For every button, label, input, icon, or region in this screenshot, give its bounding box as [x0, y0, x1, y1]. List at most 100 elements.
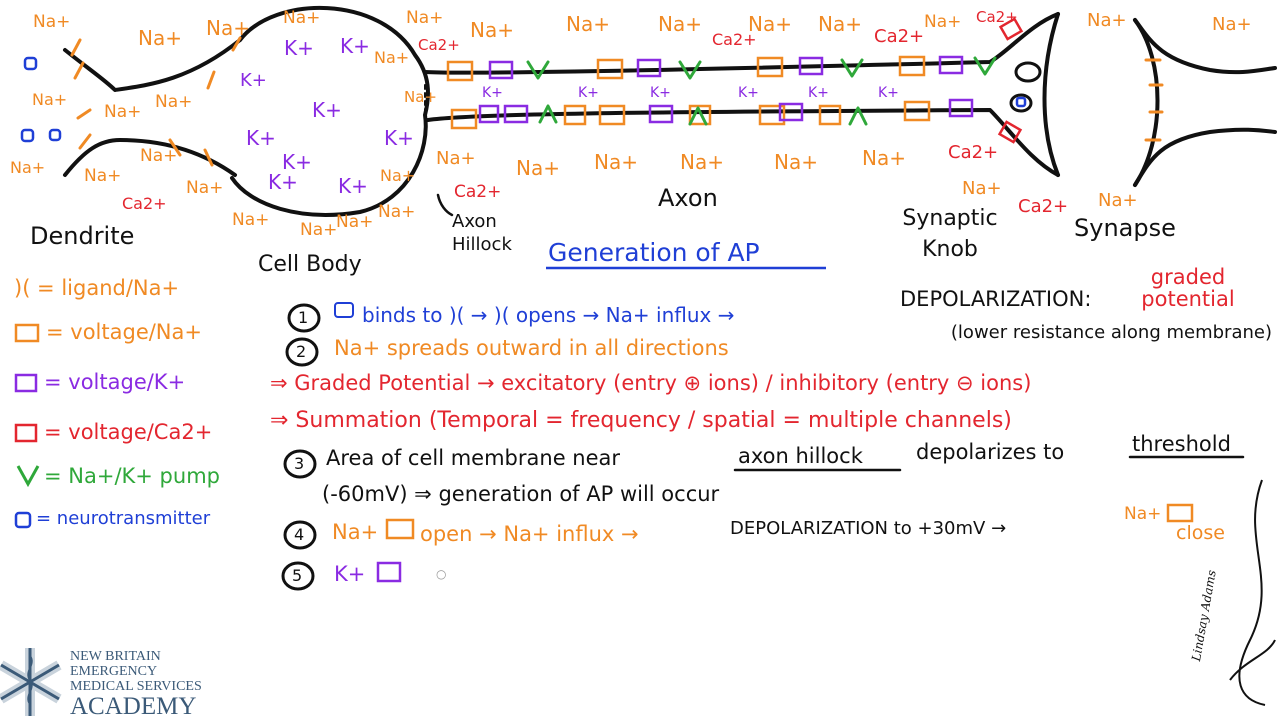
note-step1-depolarization: DEPOLARIZATION: — [900, 287, 1092, 311]
note-step3-depolarizes: depolarizes to — [916, 440, 1065, 464]
cursor-dot: ○ — [436, 567, 447, 581]
ion-na: Na+ — [336, 212, 374, 232]
ion-na: Na+ — [300, 220, 338, 240]
step-number: 1 — [298, 308, 309, 327]
ion-na: Na+ — [774, 150, 818, 174]
logo-line4: ACADEMY — [70, 693, 197, 720]
label-cell-body: Cell Body — [258, 252, 362, 277]
step-number: 4 — [294, 525, 305, 544]
ion-k: K+ — [338, 174, 368, 198]
ion-k: K+ — [650, 85, 671, 101]
label-axon: Axon — [658, 184, 718, 212]
note-step4-depolarization: DEPOLARIZATION to +30mV → — [730, 518, 1007, 539]
logo-line3: MEDICAL SERVICES — [70, 679, 202, 694]
note-step2-spreads: Na+ spreads outward in all directions — [334, 336, 729, 360]
section-title: Generation of AP — [548, 238, 760, 267]
star-of-life-icon — [0, 648, 62, 716]
ion-ca: Ca2+ — [454, 182, 502, 202]
ion-na: Na+ — [818, 12, 862, 36]
neurotransmitter-icon — [334, 302, 354, 318]
ion-na: Na+ — [924, 12, 962, 32]
logo-line2: EMERGENCY — [70, 664, 158, 679]
note-step1-graded: graded potential — [1141, 265, 1235, 312]
ion-na: Na+ — [436, 148, 476, 169]
ion-na: Na+ — [470, 18, 514, 42]
note-step4-close: close — [1176, 522, 1225, 544]
label-axon-hillock: Axon Hillock — [452, 211, 512, 256]
ion-na: Na+ — [283, 8, 321, 28]
step-number: 5 — [292, 566, 303, 585]
step-number: 3 — [294, 454, 305, 473]
ion-na: Na+ — [32, 90, 68, 109]
ion-na: Na+ — [33, 12, 71, 32]
ion-ca: Ca2+ — [874, 26, 925, 47]
label-synapse: Synapse — [1074, 214, 1176, 242]
ion-k: K+ — [246, 126, 276, 150]
ion-na: Na+ — [104, 102, 142, 122]
note-summation: ⇒ Summation (Temporal = frequency / spat… — [270, 408, 1012, 433]
ion-k: K+ — [482, 85, 503, 101]
label-dendrite: Dendrite — [30, 222, 135, 250]
ion-na: Na+ — [10, 158, 46, 177]
ion-ca: Ca2+ — [122, 194, 167, 213]
note-step4-na: Na+ — [332, 520, 379, 544]
ion-ca: Ca2+ — [976, 8, 1018, 26]
ion-na: Na+ — [1098, 190, 1138, 211]
ion-k: K+ — [578, 85, 599, 101]
ion-na: Na+ — [516, 156, 560, 180]
step-number: 2 — [296, 342, 307, 361]
note-graded-potential: ⇒ Graded Potential → excitatory (entry ⊕… — [270, 371, 1032, 395]
ion-k: K+ — [878, 85, 899, 101]
note-step4-open: open → Na+ influx → — [420, 522, 639, 546]
ion-k: K+ — [738, 85, 759, 101]
note-step5-k: K+ — [334, 562, 366, 586]
legend-pump: = Na+/K+ pump — [44, 464, 220, 488]
ion-na: Na+ — [404, 88, 437, 106]
ion-na: Na+ — [962, 178, 1002, 199]
ion-ca: Ca2+ — [1018, 196, 1069, 217]
ion-na: Na+ — [155, 92, 193, 112]
logo-line1: NEW BRITAIN — [70, 649, 161, 664]
ion-na: Na+ — [862, 146, 906, 170]
ion-na: Na+ — [1087, 10, 1127, 31]
ion-na: Na+ — [1212, 14, 1252, 35]
ion-na: Na+ — [206, 16, 250, 40]
legend-voltage-na: = voltage/Na+ — [46, 320, 202, 344]
ion-na: Na+ — [374, 48, 410, 67]
ion-k: K+ — [340, 34, 370, 58]
ion-k: K+ — [282, 150, 312, 174]
ion-na: Na+ — [680, 150, 724, 174]
ion-ca: Ca2+ — [948, 142, 999, 163]
ion-na: Na+ — [140, 146, 178, 166]
ion-na: Na+ — [84, 166, 122, 186]
ion-na: Na+ — [748, 12, 792, 36]
ion-na: Na+ — [138, 26, 182, 50]
ion-k: K+ — [284, 36, 314, 60]
note-step3-area: Area of cell membrane near — [326, 446, 621, 470]
ion-k: K+ — [268, 170, 298, 194]
legend-voltage-ca: = voltage/Ca2+ — [44, 420, 213, 444]
note-step2-resistance: (lower resistance along membrane) — [950, 322, 1272, 343]
ion-ca: Ca2+ — [712, 30, 757, 49]
ion-k: K+ — [384, 126, 414, 150]
ion-na: Na+ — [406, 8, 444, 28]
note-step3-generation: (-60mV) ⇒ generation of AP will occur — [322, 482, 720, 506]
legend-voltage-k: = voltage/K+ — [44, 370, 186, 394]
note-step3-threshold: threshold — [1132, 432, 1231, 456]
legend-neurotransmitter: = neurotransmitter — [36, 508, 211, 529]
ion-na: Na+ — [378, 202, 416, 222]
label-synaptic-knob: Synaptic Knob — [902, 206, 998, 262]
ion-k: K+ — [808, 85, 829, 101]
note-step1-binds: binds to )( → )( opens → Na+ influx → — [362, 303, 735, 327]
ion-na: Na+ — [594, 150, 638, 174]
ion-na: Na+ — [232, 210, 270, 230]
ion-ca: Ca2+ — [418, 36, 460, 54]
legend-ligand-na: )( = ligand/Na+ — [14, 276, 180, 300]
ion-k: K+ — [312, 98, 342, 122]
note-step3-hillock: axon hillock — [738, 444, 863, 468]
ion-k: K+ — [240, 70, 267, 91]
ion-na: Na+ — [186, 178, 224, 198]
ion-na: Na+ — [658, 12, 702, 36]
